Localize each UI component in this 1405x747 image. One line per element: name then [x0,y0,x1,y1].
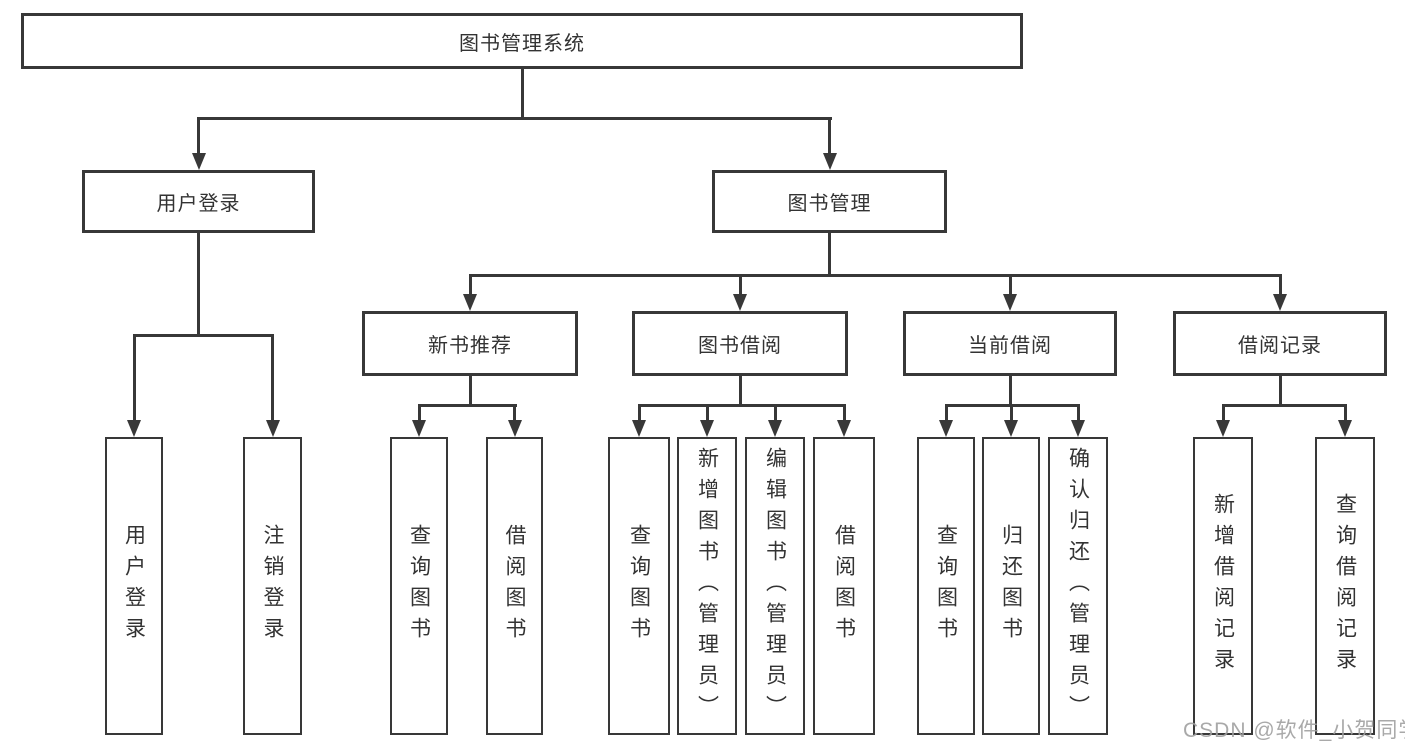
connector-borrowing-records-stem [1278,376,1282,407]
arrowhead-icon [822,153,837,170]
arrowhead-icon [191,153,206,170]
connector-user-login-stem [197,233,200,336]
arrowhead-icon [1216,420,1230,437]
connector-drop [944,404,948,422]
leaf-confirm-return-admin: 确认归还（管理员） [1048,437,1108,735]
leaf-label: 借阅图书 [832,524,856,648]
arrowhead-icon [265,420,280,437]
arrowhead-icon [463,294,477,311]
connector-drop [1221,404,1225,422]
node-label: 借阅记录 [1238,335,1322,357]
arrowhead-icon [733,294,747,311]
connector-drop [1343,404,1347,422]
connector-book-management-stem [828,233,831,276]
connector-drop [828,117,831,155]
arrowhead-icon [127,420,141,437]
leaf-label: 新增图书（管理员） [695,446,719,726]
connector-level3-rail [468,274,1282,277]
connector-book-borrowing-stem [738,376,742,407]
leaf-label: 用户登录 [122,524,146,648]
arrowhead-icon [1273,294,1287,311]
arrowhead-icon [1003,294,1017,311]
arrowhead-icon [507,420,522,437]
node-new-book-recommend: 新书推荐 [362,311,578,376]
arrowhead-icon [412,420,426,437]
leaf-label: 编辑图书（管理员） [763,446,787,726]
leaf-label: 查询借阅记录 [1333,493,1357,679]
arrowhead-icon [1071,420,1085,437]
node-library-management-system: 图书管理系统 [21,13,1023,69]
node-label: 图书借阅 [698,335,782,357]
connector-drop [132,334,136,422]
arrowhead-icon [1338,420,1352,437]
connector-drop [197,117,200,155]
connector-drop [705,404,709,422]
node-label: 当前借阅 [968,335,1052,357]
leaf-label: 查询图书 [627,524,651,648]
arrowhead-icon [700,420,714,437]
leaf-borrow-books: 借阅图书 [813,437,875,735]
leaf-query-borrow-record: 查询借阅记录 [1315,437,1375,735]
node-book-borrowing: 图书借阅 [632,311,848,376]
connector-new-book-stem [468,376,472,407]
connector-root-rail [197,117,832,120]
leaf-add-books-admin: 新增图书（管理员） [677,437,737,735]
leaf-add-borrow-record: 新增借阅记录 [1193,437,1253,735]
leaf-edit-books-admin: 编辑图书（管理员） [745,437,805,735]
connector-drop [468,274,472,296]
csdn-watermark: CSDN @软件_小贺同学 [1183,719,1405,742]
leaf-label: 查询图书 [934,524,958,648]
leaf-query-books-recommend: 查询图书 [390,437,448,735]
connector-drop [842,404,846,422]
node-current-borrowing: 当前借阅 [903,311,1117,376]
leaf-query-books-current: 查询图书 [917,437,975,735]
leaf-label: 查询图书 [407,524,431,648]
arrowhead-icon [1004,420,1018,437]
node-label: 图书管理系统 [459,32,585,55]
connector-drop [773,404,777,422]
connector-drop [1008,274,1012,296]
connector-drop [1076,404,1080,422]
arrowhead-icon [837,420,851,437]
leaf-return-books: 归还图书 [982,437,1040,735]
node-label: 新书推荐 [428,335,512,357]
connector-drop [1278,274,1282,296]
node-label: 用户登录 [156,193,241,215]
node-label: 图书管理 [787,193,872,215]
connector-drop [738,274,742,296]
arrowhead-icon [632,420,646,437]
leaf-query-books-borrowing: 查询图书 [608,437,670,735]
connector-root-stem [520,69,524,118]
connector-drop [637,404,641,422]
arrowhead-icon [939,420,953,437]
node-book-management: 图书管理 [712,170,947,233]
leaf-label: 新增借阅记录 [1211,493,1235,679]
arrowhead-icon [768,420,782,437]
leaf-logout: 注销登录 [243,437,302,735]
node-user-login: 用户登录 [82,170,315,233]
connector-drop [513,404,516,422]
connector-current-borrowing-stem [1008,376,1012,407]
connector-drop [1009,404,1013,422]
leaf-label: 注销登录 [261,524,284,648]
connector-new-book-rail [417,404,517,407]
leaf-user-login: 用户登录 [105,437,163,735]
leaf-label: 确认归还（管理员） [1066,446,1090,726]
connector-borrowing-records-rail [1221,404,1347,407]
node-borrowing-records: 借阅记录 [1173,311,1387,376]
connector-drop [417,404,421,422]
connector-drop [271,334,274,422]
leaf-borrow-books-recommend: 借阅图书 [486,437,543,735]
leaf-label: 归还图书 [999,524,1023,648]
connector-user-login-rail [132,334,274,337]
leaf-label: 借阅图书 [503,524,526,648]
connector-book-borrowing-rail [637,404,846,407]
